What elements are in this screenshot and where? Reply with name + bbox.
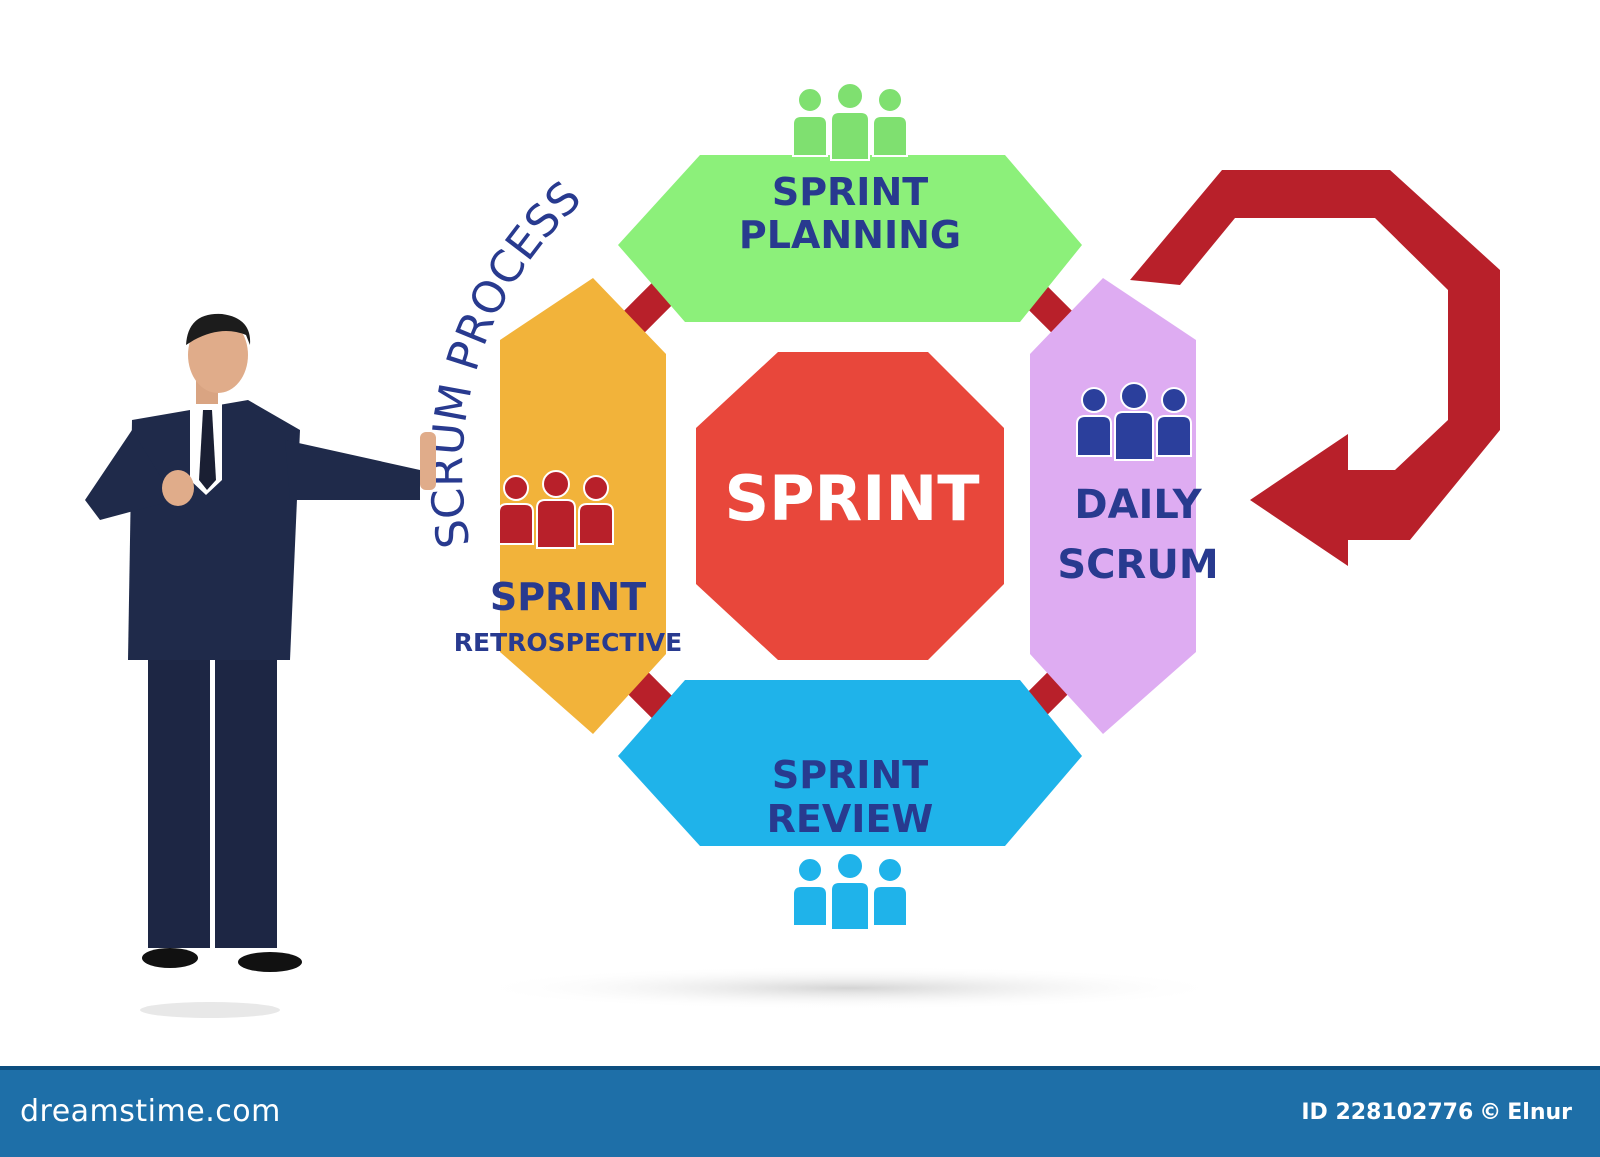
review-line1: SPRINT — [772, 753, 928, 797]
planning-line1: SPRINT — [772, 170, 928, 214]
center-sprint-octagon — [696, 352, 1004, 660]
retro-line1: SPRINT — [490, 575, 646, 619]
copyright-symbol: © — [1479, 1100, 1502, 1125]
segment-sprint-planning — [618, 155, 1082, 322]
author-name: Elnur — [1507, 1100, 1572, 1125]
segment-daily-scrum — [1030, 278, 1196, 734]
team-icon-planning — [792, 82, 908, 161]
center-sprint-label: SPRINT — [724, 462, 979, 535]
team-icon-daily — [1076, 382, 1192, 461]
businessman-figure — [85, 313, 436, 1018]
daily-line2: SCRUM — [1057, 542, 1218, 588]
segment-sprint-review — [618, 680, 1082, 846]
image-id: ID 228102776 — [1301, 1100, 1474, 1125]
image-credit: ID 228102776©Elnur — [1295, 1100, 1572, 1125]
retro-line2: RETROSPECTIVE — [454, 628, 682, 657]
scrum-diagram: SCRUM PROCESS SPRINT PLANNING DAILY SCRU… — [85, 82, 1500, 1018]
review-line2: REVIEW — [767, 797, 934, 841]
team-icon-retro — [498, 470, 614, 549]
loop-arrow — [1130, 170, 1500, 566]
planning-line2: PLANNING — [739, 213, 961, 257]
diagram-canvas: SCRUM PROCESS SPRINT PLANNING DAILY SCRU… — [85, 82, 1500, 1018]
daily-line1: DAILY — [1074, 482, 1202, 528]
footer-bar: dreamstime.com ID 228102776©Elnur — [0, 1066, 1600, 1157]
brand-logo-text[interactable]: dreamstime.com — [20, 1094, 281, 1129]
floor-shadow — [470, 966, 1230, 1010]
team-icon-review — [792, 852, 908, 931]
